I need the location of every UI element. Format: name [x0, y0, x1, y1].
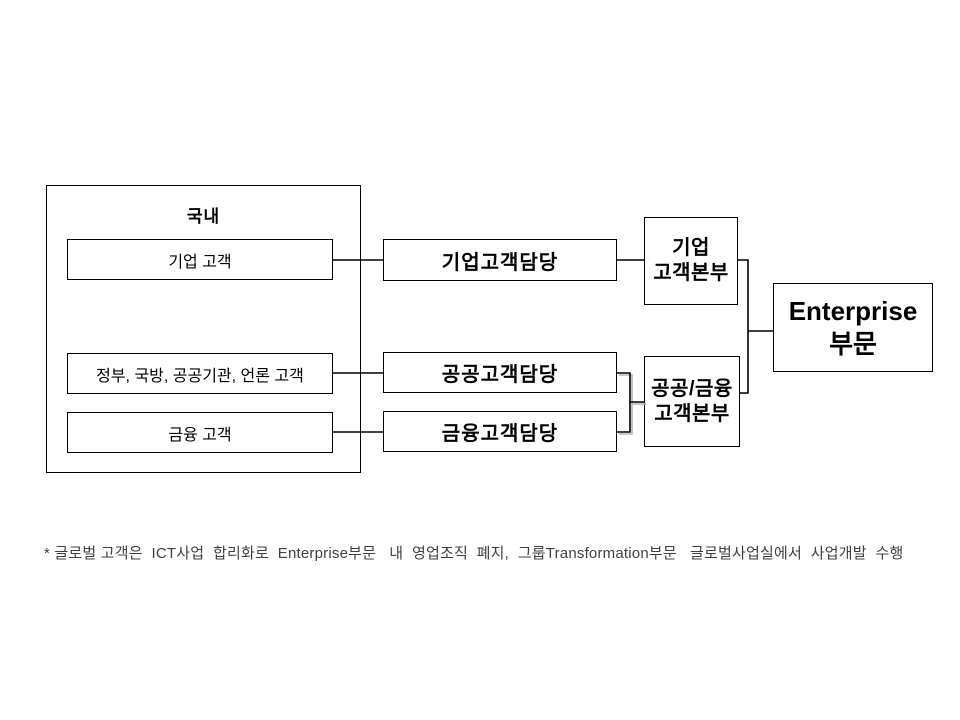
corporate-customers-label: 기업 고객 — [168, 253, 232, 271]
corporate-division-box: 기업고객담당 — [383, 239, 617, 281]
connector-financial-division-to-hq — [617, 402, 631, 433]
corporate-hq-label-line1: 기업 — [672, 237, 710, 259]
public-financial-hq-label-line2: 고객본부 — [654, 402, 730, 425]
public-financial-hq-label-line1: 공공/금융 — [651, 377, 733, 400]
corporate-hq-box: 기업 고객본부 — [644, 217, 738, 305]
financial-division-box: 금융고객담당 — [383, 411, 617, 452]
financial-division-label: 금융고객담당 — [441, 423, 559, 445]
public-customers-label: 정부, 국방, 공공기관, 언론 고객 — [96, 367, 304, 385]
public-financial-hq-box: 공공/금융 고객본부 — [644, 356, 740, 447]
enterprise-division-box: Enterprise 부문 — [773, 283, 933, 372]
financial-customers-box: 금융 고객 — [67, 412, 333, 453]
enterprise-division-label-line1: Enterprise — [788, 295, 918, 326]
domestic-group-title: 국내 — [186, 207, 221, 226]
public-division-label: 공공고객담당 — [441, 364, 559, 386]
public-division-box: 공공고객담당 — [383, 352, 617, 393]
connector-shadow-financial-elbow — [619, 404, 633, 435]
footnote: * 글로벌 고객은 ICT사업 합리화로 Enterprise부문 내 영업조직… — [44, 545, 904, 562]
connector-shadow-public-elbow — [619, 374, 646, 405]
corporate-division-label: 기업고객담당 — [441, 251, 559, 274]
public-customers-box: 정부, 국방, 공공기관, 언론 고객 — [67, 353, 333, 394]
enterprise-division-label-line2: 부문 — [829, 328, 877, 359]
corporate-customers-box: 기업 고객 — [67, 239, 333, 280]
financial-customers-label: 금융 고객 — [168, 426, 232, 444]
connector-public-division-to-hq — [617, 372, 644, 403]
corporate-hq-label-line2: 고객본부 — [653, 262, 729, 284]
